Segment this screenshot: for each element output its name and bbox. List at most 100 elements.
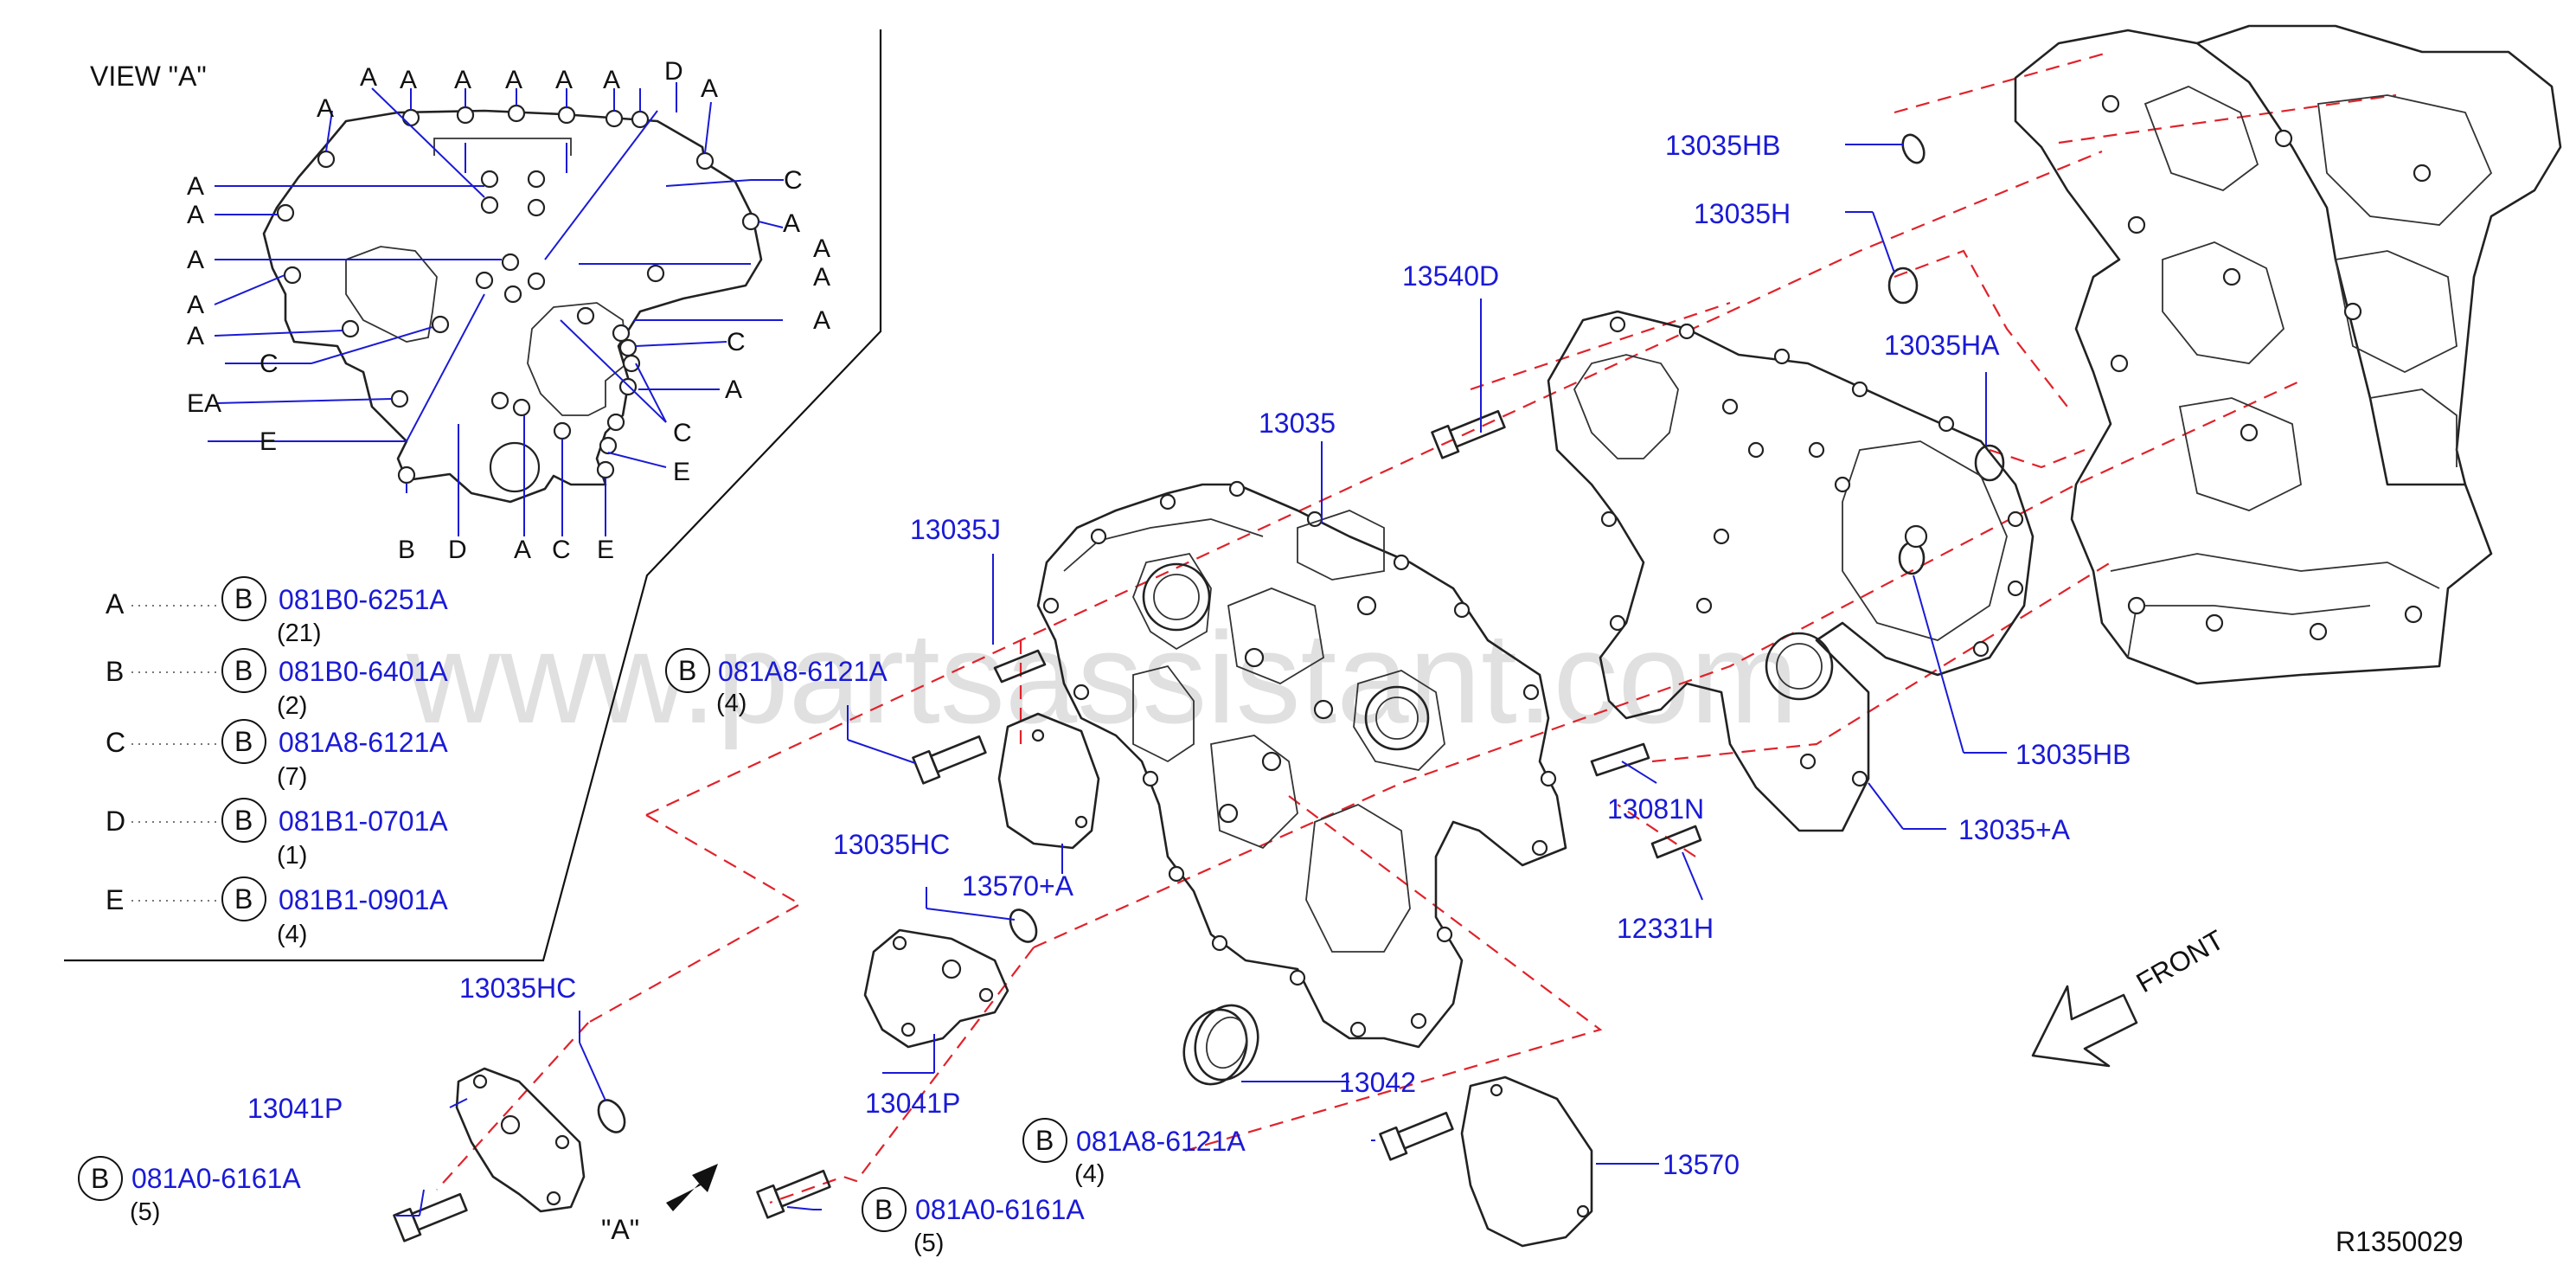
letter-bottom-3: A (514, 536, 531, 564)
letter-left-5: A (187, 322, 204, 350)
legend-part-number[interactable]: 081B1-0701A (279, 806, 448, 837)
b-symbol: B (234, 726, 253, 757)
b-symbol: B (234, 805, 253, 836)
letter-bottom-2: D (448, 536, 467, 564)
b-circle-icon (78, 1156, 123, 1201)
letter-left-7: C (260, 350, 279, 378)
seal-13035h (1887, 266, 1919, 305)
b-circle-icon (665, 648, 710, 693)
label-13035[interactable]: 13035 (1259, 408, 1336, 439)
view-a-inner-outline-2 (527, 302, 628, 416)
legend-letter: E (106, 884, 124, 915)
engine-block (2014, 24, 2562, 685)
watermark-text: www.partsassistant.com (406, 605, 1798, 750)
legend-part-number[interactable]: 081B1-0901A (279, 884, 448, 915)
label-13035h[interactable]: 13035H (1694, 198, 1791, 229)
b-symbol: B (678, 655, 696, 686)
dowel-pins (993, 649, 1702, 859)
b-symbol: B (1035, 1125, 1054, 1156)
bolt-legend: A B 081B0-6251A (21) B B 081B0-6401A (2)… (106, 576, 448, 948)
label-13035hc-mid[interactable]: 13035HC (833, 829, 950, 860)
legend-row-c: C B 081A8-6121A (7) (106, 719, 448, 791)
b-circle-icon (1022, 1118, 1067, 1163)
legend-letter: D (106, 806, 125, 837)
view-a-arrow-icon (666, 1164, 718, 1211)
legend-part-number[interactable]: 081A8-6121A (279, 727, 448, 758)
label-13081n[interactable]: 13081N (1607, 793, 1704, 825)
front-timing-cover (1036, 480, 1567, 1049)
label-12331h[interactable]: 12331H (1617, 913, 1714, 944)
bolt-part-number[interactable]: 081A0-6161A (915, 1194, 1085, 1225)
bolt-qty: (5) (913, 1229, 944, 1257)
b-symbol: B (234, 655, 253, 686)
legend-qty: (4) (277, 921, 307, 948)
view-a-inner-outline-1 (345, 246, 438, 343)
diagram-ref-code: R1350029 (2336, 1226, 2464, 1257)
label-13035hc-left[interactable]: 13035HC (459, 973, 576, 1004)
oring-13035hc-mid (1009, 908, 1038, 943)
bolt-callout-3: B 081A0-6161A (5) (862, 1187, 1085, 1257)
label-13570-plus-a[interactable]: 13570+A (962, 870, 1074, 902)
b-circle-icon (221, 798, 266, 843)
b-circle-icon (862, 1187, 907, 1232)
letter-right-7: A (725, 376, 742, 404)
bolt-part-number[interactable]: 081A0-6161A (131, 1163, 301, 1194)
letter-left-9: E (260, 427, 277, 456)
letter-top-3: A (400, 66, 417, 94)
b-circle-icon (221, 576, 266, 621)
letter-right-1: C (784, 166, 803, 195)
letter-top-7: A (603, 66, 620, 94)
rear-timing-cover (1547, 310, 2035, 832)
seal-13035ha (1974, 444, 2005, 482)
bolt-qty: (4) (716, 690, 747, 717)
legend-row-d: D B 081B1-0701A (1) (106, 798, 448, 870)
label-13041p-left[interactable]: 13041P (247, 1093, 343, 1124)
letter-bottom-1: B (398, 536, 415, 564)
label-13041p-mid[interactable]: 13041P (865, 1088, 960, 1119)
bolt-part-number[interactable]: 081A8-6121A (718, 656, 888, 687)
legend-letter: A (106, 588, 125, 620)
bolt-callout-2: B 081A0-6161A (5) (78, 1156, 301, 1226)
view-a-crank-hole (489, 441, 541, 493)
letter-bottom-5: E (597, 536, 614, 564)
gasket-13570 (1460, 1075, 1593, 1248)
legend-qty: (2) (277, 692, 307, 720)
rear-cover-bore (1765, 632, 1834, 701)
label-13540d[interactable]: 13540D (1402, 260, 1499, 292)
label-13035ha[interactable]: 13035HA (1884, 330, 2000, 361)
letter-left-3: A (187, 246, 204, 274)
legend-part-number[interactable]: 081B0-6251A (279, 584, 448, 615)
legend-part-number[interactable]: 081B0-6401A (279, 656, 448, 687)
letter-right-9: E (673, 458, 690, 486)
view-a-reference: "A" (601, 1214, 639, 1245)
label-13035-plus-a[interactable]: 13035+A (1958, 814, 2071, 845)
bolt-callout-4: B 081A8-6121A (4) (1022, 1118, 1246, 1188)
legend-row-a: A B 081B0-6251A (21) (106, 576, 448, 647)
letter-right-5: A (813, 306, 830, 335)
callout-leaders (396, 144, 2007, 1217)
legend-qty: (7) (277, 763, 307, 791)
letter-top-8: D (664, 57, 683, 86)
label-13035hb-top[interactable]: 13035HB (1665, 130, 1780, 161)
bolt-callout-1: B 081A8-6121A (4) (665, 648, 888, 717)
view-a-bracket (433, 138, 572, 156)
view-a-inset: VIEW "A" (64, 29, 882, 962)
letter-left-8: E (187, 389, 204, 418)
legend-qty: (21) (277, 620, 322, 647)
front-arrow-icon (2031, 985, 2138, 1068)
bolt-part-number[interactable]: 081A8-6121A (1076, 1126, 1246, 1157)
seal-13035hb-right (1898, 541, 1926, 575)
bolt-qty: (5) (130, 1198, 160, 1226)
letter-bottom-4: C (552, 536, 571, 564)
label-13570[interactable]: 13570 (1663, 1149, 1740, 1180)
label-13035hb-right[interactable]: 13035HB (2015, 739, 2131, 770)
letter-right-2: A (783, 209, 800, 238)
legend-row-b: B B 081B0-6401A (2) (106, 648, 448, 720)
oring-13035hc-left (597, 1099, 626, 1133)
legend-letter: B (106, 656, 124, 687)
legend-row-e: E B 081B1-0901A (4) (106, 876, 448, 948)
b-circle-icon (221, 876, 266, 921)
label-13042[interactable]: 13042 (1339, 1067, 1416, 1098)
label-13035j[interactable]: 13035J (910, 514, 1001, 545)
